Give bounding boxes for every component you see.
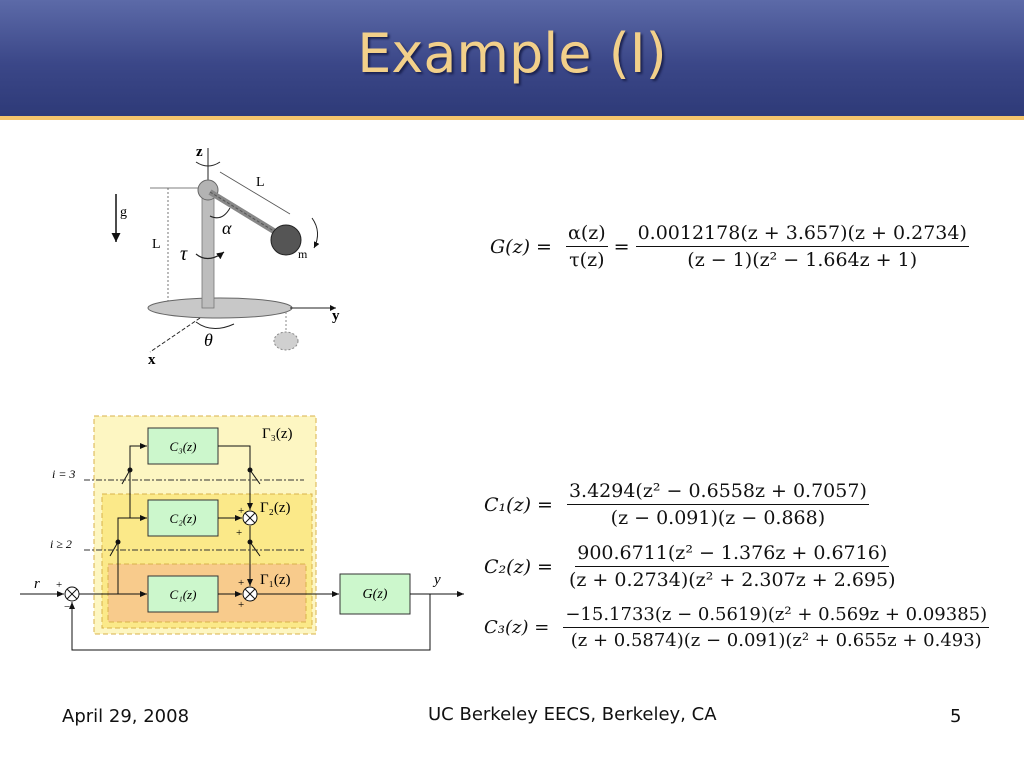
svg-text:+: + [238, 599, 244, 611]
label-m: m [298, 247, 308, 261]
svg-text:+: + [56, 579, 62, 591]
alpha-arc [209, 207, 231, 219]
base-disc [147, 297, 293, 319]
label-z: z [196, 144, 203, 160]
label-r: r [34, 576, 40, 592]
transfer-lhs: G(z) = [490, 235, 552, 258]
svg-text:C₃(z): C₃(z) [170, 439, 197, 454]
label-theta: θ [204, 330, 213, 350]
controller-c1: C₁(z) = 3.4294(z² − 0.6558z + 0.7057) (z… [484, 480, 869, 529]
slide-title: Example (I) [357, 22, 667, 85]
controller-c3: C₃(z) = −15.1733(z − 0.5619)(z² + 0.569z… [484, 604, 990, 651]
mass-ghost [273, 331, 299, 351]
pendulum-mass [270, 224, 302, 256]
x-axis [149, 317, 201, 353]
label-y-output: y [432, 572, 441, 588]
transfer-function: G(z) = α(z) τ(z) = 0.0012178(z + 3.657)(… [490, 222, 969, 271]
vertical-shaft [201, 189, 215, 309]
svg-text:+: + [238, 505, 244, 517]
label-i2: i ≥ 2 [50, 537, 72, 551]
transfer-fraction: 0.0012178(z + 3.657)(z + 0.2734) (z − 1)… [635, 222, 969, 271]
block-plant [339, 573, 411, 615]
transfer-ratio: α(z) τ(z) [565, 222, 608, 271]
label-g: g [120, 205, 127, 220]
block-c2 [147, 499, 219, 537]
block-diagram: Γ₃(z) Γ₂(z) Γ₁(z) C₃(z) C₂(z) C₁(z) G(z)… [20, 415, 464, 651]
z-rotation-arrow [195, 161, 221, 167]
label-x: x [148, 352, 156, 368]
transfer-numerator: 0.0012178(z + 3.657)(z + 0.2734) [635, 222, 969, 247]
svg-text:+: + [238, 577, 244, 589]
switch-i2 [109, 539, 261, 557]
label-L-arm: L [256, 175, 265, 190]
label-i3: i = 3 [52, 467, 75, 481]
footer-date: April 29, 2008 [62, 706, 190, 727]
block-c3 [147, 427, 219, 465]
feedback-line [69, 594, 431, 651]
sum-junction-input [64, 586, 80, 602]
theta-arc [195, 321, 235, 329]
title-divider [0, 116, 1024, 120]
label-gamma2: Γ₂(z) [260, 500, 291, 516]
label-y: y [332, 308, 340, 324]
label-L-vertical: L [152, 237, 161, 252]
label-gamma1: Γ₁(z) [260, 572, 291, 588]
svg-text:C₁(z): C₁(z) [170, 587, 197, 602]
switch-i3 [121, 467, 261, 485]
controller-c2: C₂(z) = 900.6711(z² − 1.376z + 0.6716) (… [484, 542, 896, 591]
svg-text:−: − [64, 601, 70, 613]
footer-venue: UC Berkeley EECS, Berkeley, CA [428, 704, 717, 725]
label-gamma3: Γ₃(z) [262, 426, 293, 442]
label-alpha: α [222, 218, 232, 238]
sum-junction-gamma1 [242, 586, 258, 602]
tau-rotation-arrow [195, 251, 225, 260]
label-tau: τ [180, 243, 188, 265]
title-bar [0, 0, 1024, 116]
svg-text:C₂(z): C₂(z) [170, 511, 197, 526]
transfer-denominator: (z − 1)(z² − 1.664z + 1) [687, 249, 918, 271]
block-c1 [147, 575, 219, 613]
pendulum-diagram: g L z m L α τ y x θ [111, 144, 340, 368]
footer-page-number: 5 [950, 706, 962, 727]
svg-text:G(z): G(z) [363, 587, 388, 602]
sum-junction-gamma2 [242, 510, 258, 526]
svg-text:+: + [236, 527, 242, 539]
